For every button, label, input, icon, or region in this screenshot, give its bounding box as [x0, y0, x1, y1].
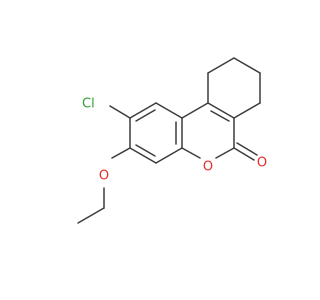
bond — [155, 102, 183, 119]
carbonyl-oxygen-label: O — [257, 156, 267, 171]
bond — [210, 110, 230, 122]
bond — [129, 102, 157, 119]
ring-oxygen-label: O — [203, 160, 213, 175]
bond — [77, 207, 105, 224]
bond — [135, 109, 156, 122]
bond — [109, 105, 131, 119]
structure-canvas: Cl O O O — [77, 57, 267, 224]
bond — [135, 144, 156, 157]
bond-skeleton — [77, 57, 261, 224]
bond — [181, 102, 209, 119]
ether-oxygen-label: O — [99, 169, 109, 184]
bond — [111, 147, 131, 159]
bond — [207, 102, 235, 119]
bond — [181, 147, 201, 159]
bond — [233, 57, 261, 74]
bond — [233, 147, 255, 161]
bond — [155, 147, 183, 164]
bond — [129, 147, 157, 164]
chlorine-label: Cl — [82, 97, 95, 112]
bond — [236, 142, 258, 156]
bond — [215, 147, 235, 159]
bond — [233, 102, 261, 119]
atom-labels: Cl O O O — [82, 97, 267, 184]
bond — [207, 57, 235, 74]
